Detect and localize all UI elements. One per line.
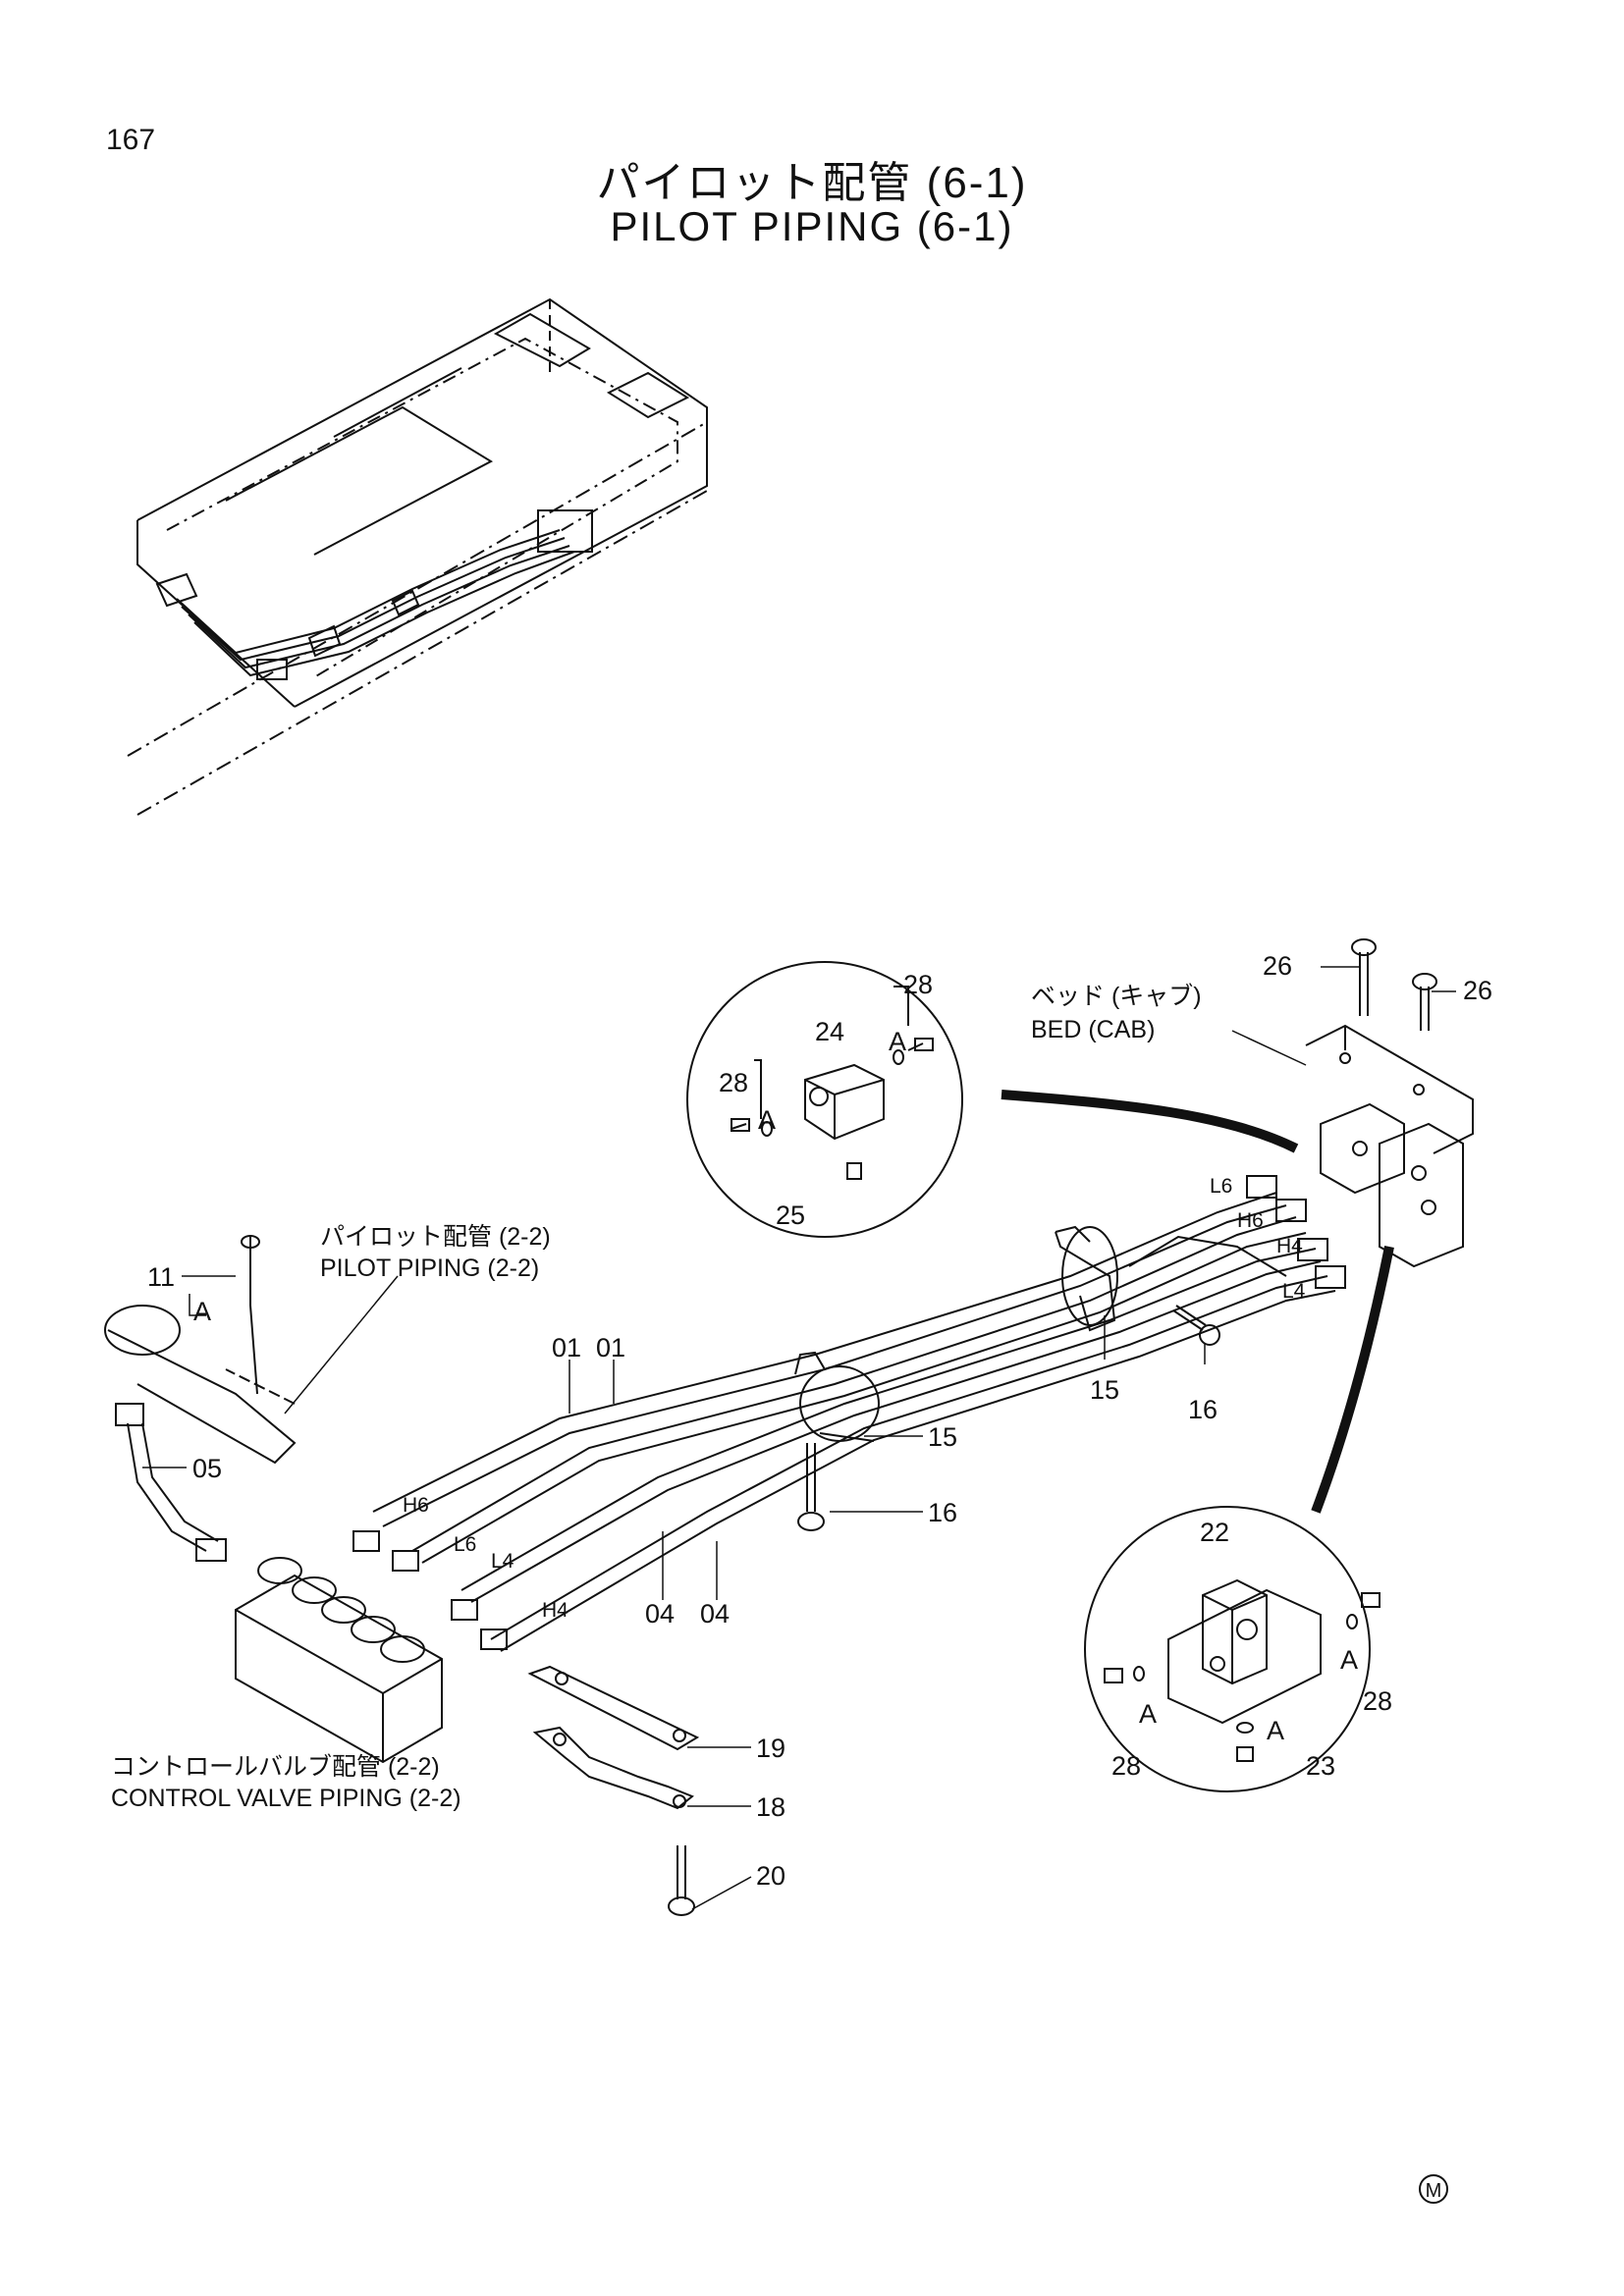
overview-pilot-hoses [155, 509, 593, 680]
clamp-15-lower [794, 1351, 880, 1442]
label-port-l6-right: L6 [1210, 1175, 1232, 1198]
main-hose-bundle [372, 1192, 1336, 1652]
label-part-25: 25 [776, 1201, 805, 1230]
detail-top-leader [1001, 1090, 1299, 1153]
label-part-04-a: 04 [645, 1599, 675, 1629]
page-title-english: PILOT PIPING (6-1) [610, 203, 1014, 249]
label-part-18: 18 [756, 1792, 785, 1822]
clamp-15-upper [1055, 1225, 1118, 1332]
label-port-h6-left: H6 [403, 1494, 429, 1517]
label-part-28-lower-left: 28 [1111, 1751, 1141, 1781]
page-number: 167 [106, 124, 156, 156]
label-part-01-a: 01 [552, 1333, 581, 1362]
control-valve-block [235, 1557, 443, 1764]
bracket-18 [532, 1726, 694, 1810]
label-part-05: 05 [192, 1454, 222, 1483]
label-ref-a-lower-1: A [1340, 1645, 1358, 1675]
note-cv-ja: コントロールバルブ配管 (2-2) [111, 1753, 440, 1781]
bolt-16-left [797, 1443, 825, 1531]
label-port-h4-left: H4 [542, 1599, 568, 1622]
bed-cab-plate [1305, 1024, 1474, 1154]
label-ref-a-top-2: A [758, 1105, 776, 1135]
bracket-19 [527, 1665, 700, 1751]
label-part-20: 20 [756, 1861, 785, 1891]
page-title-japanese: パイロット配管 (6-1) [596, 159, 1028, 207]
label-part-16-left: 16 [928, 1498, 957, 1527]
bolts-26 [1351, 938, 1437, 1031]
detail-circle-top [686, 961, 963, 1238]
footer-mark: M [1419, 2174, 1448, 2204]
hose-end-fittings [352, 1175, 1346, 1650]
note-cv-en: CONTROL VALVE PIPING (2-2) [111, 1785, 461, 1812]
bolt-20 [668, 1845, 695, 1916]
label-ref-a-left: A [193, 1297, 211, 1326]
label-port-h4-right: H4 [1276, 1235, 1303, 1257]
label-part-23: 23 [1306, 1751, 1335, 1781]
label-part-15-upper: 15 [1090, 1375, 1119, 1405]
label-ref-a-lower-2: A [1139, 1699, 1157, 1729]
label-port-h6-right: H6 [1237, 1209, 1264, 1232]
leader-lines [142, 966, 1456, 1910]
label-part-11: 11 [147, 1262, 175, 1292]
note-pilot-ja: パイロット配管 (2-2) [320, 1223, 551, 1251]
hose-05 [115, 1403, 227, 1562]
label-port-l4-left: L4 [491, 1550, 514, 1573]
note-pilot-en: PILOT PIPING (2-2) [320, 1255, 539, 1282]
label-part-15-lower: 15 [928, 1422, 957, 1452]
junction-blocks-right [1320, 1102, 1464, 1268]
label-ref-a-top-1: A [889, 1027, 906, 1056]
label-part-26-right: 26 [1463, 976, 1492, 1005]
detail-circle-lower [1084, 1506, 1380, 1792]
label-ref-a-lower-3: A [1267, 1716, 1284, 1745]
label-part-16-right: 16 [1188, 1395, 1218, 1424]
label-part-24: 24 [815, 1017, 844, 1046]
note-bed-en: BED (CAB) [1031, 1016, 1155, 1043]
detail-lower-leader [1311, 1246, 1394, 1514]
label-port-l4-right: L4 [1282, 1280, 1306, 1303]
label-part-28-lower-right: 28 [1363, 1686, 1392, 1716]
overview-cab-bed [127, 297, 708, 816]
label-part-22: 22 [1200, 1518, 1229, 1547]
pilot-connector-left [104, 1235, 297, 1465]
note-bed-ja: ベッド (キャブ) [1031, 983, 1202, 1010]
label-port-l6-left: L6 [454, 1533, 476, 1556]
label-part-01-b: 01 [596, 1333, 625, 1362]
callout-labels: 26 26 28 24 28 25 A A ベッド (キャブ) BED (CAB… [111, 951, 1492, 1891]
label-part-26-left: 26 [1263, 951, 1292, 981]
label-part-28-left: 28 [719, 1068, 748, 1097]
label-part-04-b: 04 [700, 1599, 730, 1629]
bolt-16-right [1172, 1305, 1220, 1346]
label-part-19: 19 [756, 1734, 785, 1763]
label-part-28-top: 28 [903, 970, 933, 999]
